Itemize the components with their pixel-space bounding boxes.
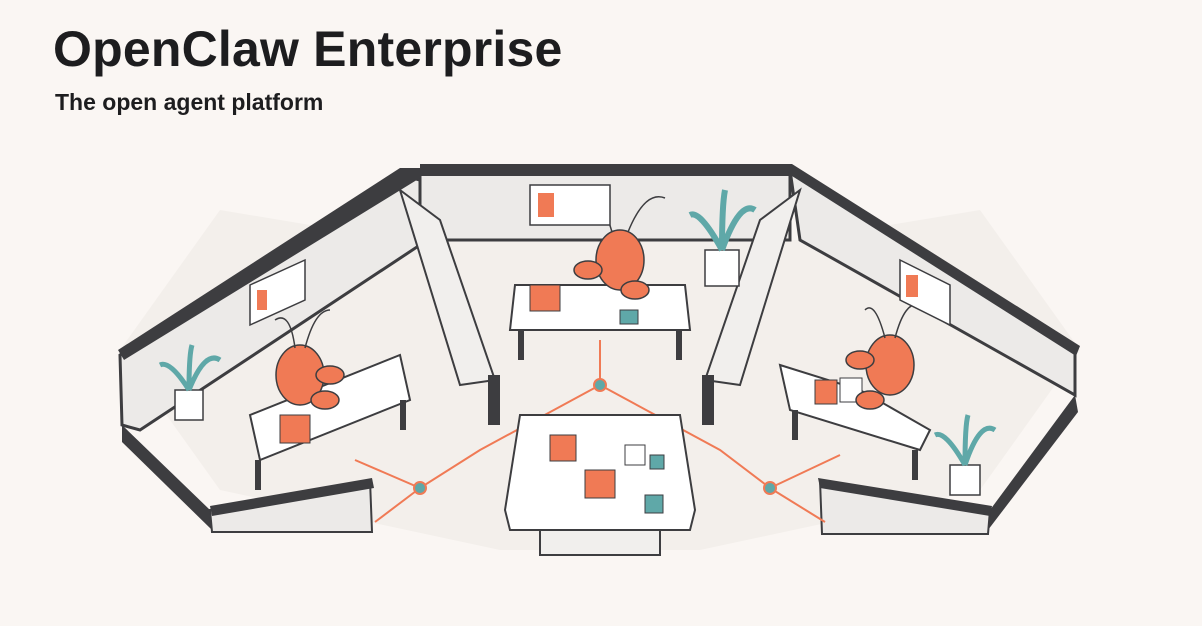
wall-tops [118, 164, 1080, 530]
plant-icon [933, 414, 997, 496]
lobster-icon [274, 309, 345, 410]
wall-board [249, 258, 306, 327]
lobster-icon [845, 303, 921, 410]
plant-icon [158, 344, 222, 421]
front-walls [208, 478, 992, 535]
center-table [503, 414, 697, 556]
slide-subtitle: The open agent platform [55, 89, 324, 115]
lobster-icon [573, 196, 666, 300]
right-desk [778, 363, 932, 480]
office-illustration [118, 164, 1080, 556]
plant-icon [688, 189, 757, 287]
wall-board [899, 258, 951, 327]
slide-title: OpenClaw Enterprise [53, 21, 563, 77]
partition-ends [488, 375, 714, 425]
wall-board [529, 184, 611, 226]
network-nodes [413, 378, 777, 495]
